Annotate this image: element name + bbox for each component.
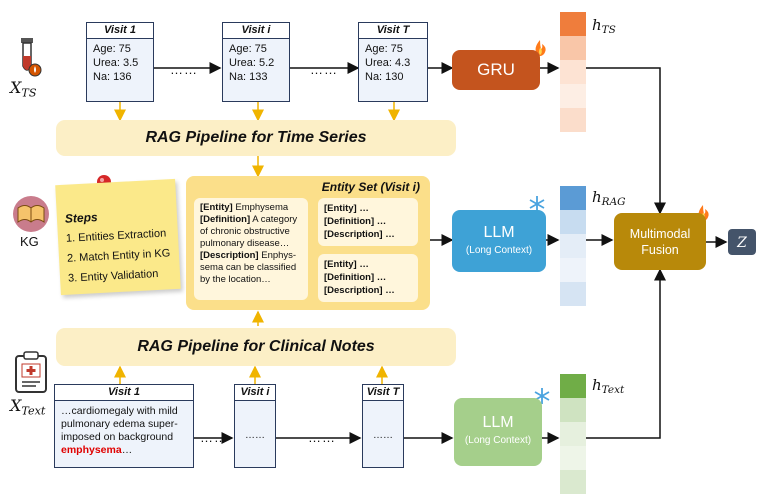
entity-set-title: Entity Set (Visit i) [321,180,420,194]
llm-label: LLM [483,224,515,241]
definition-key: [Definition] … [324,216,387,227]
definition-value: A category of chronic obstructive pulmon… [200,214,298,249]
ts-visit-card: Visit i Age: 75 Urea: 5.2 Na: 133 [222,22,290,102]
clipboard-icon [15,351,47,393]
visit-value: Urea: 3.5 [93,57,139,69]
steps-note: Steps 1. Entities Extraction 2. Match En… [55,178,181,296]
ts-visit-card: Visit 1 Age: 75 Urea: 3.5 Na: 136 [86,22,154,102]
visit-value: Age: 75 [229,43,267,55]
text-input-label: XText [10,396,46,418]
clinical-note-text: …… [373,430,393,441]
visit-title: Visit i [223,23,289,39]
visit-value: Urea: 4.3 [365,57,411,69]
ts-input-label: XTS [10,78,37,100]
entity-set-panel: Entity Set (Visit i) [Entity] Emphysema … [186,176,430,310]
highlight-term: emphysema [61,444,122,456]
visit-value: Age: 75 [365,43,403,55]
ellipsis: …… [200,430,228,445]
llm-sublabel: (Long Context) [464,435,532,446]
kg-label: KG [20,234,39,249]
entity-card: [Entity] … [Definition] … [Description] … [318,198,418,246]
text-visit-card: Visit 1 …cardiomegaly with mild pulmonar… [54,384,194,468]
ellipsis: …… [308,430,336,445]
description-value: Enphys-sema can be classified by the loc… [200,250,297,285]
text-visit-card: Visit T …… [362,384,404,468]
entity-key: [Entity] [200,202,233,213]
definition-key: [Definition] … [324,272,387,283]
llm-sublabel: (Long Context) [465,245,533,256]
ellipsis: …… [310,62,338,77]
ellipsis: …… [170,62,198,77]
gru-block: GRU [452,50,540,90]
visit-value: Na: 133 [229,71,268,83]
entity-value: Emphysema [232,202,289,213]
llm-kg-block: LLM (Long Context) [452,210,546,272]
output-z: Z [728,229,756,255]
h-ts-label: hTS [592,16,616,36]
h-text-label: hText [592,376,625,396]
description-key: [Description] … [324,285,395,296]
visit-title: Visit T [359,23,427,39]
test-tube-icon [21,38,42,77]
llm-text-block: LLM (Long Context) [454,398,542,466]
knowledge-graph-book-icon [13,196,49,232]
description-key: [Description] … [324,229,395,240]
clinical-note-text: …cardiomegaly with mild pulmonary edema … [61,405,178,443]
entity-card: [Entity] … [Definition] … [Description] … [318,254,418,302]
entity-key: [Entity] … [324,203,369,214]
visit-value: Na: 130 [365,71,404,83]
h-rag-embedding-bar [560,186,586,306]
visit-title: Visit i [235,385,275,401]
definition-key: [Definition] [200,214,251,225]
clinical-note-text: …… [245,430,265,441]
visit-title: Visit 1 [87,23,153,39]
ts-visit-card: Visit T Age: 75 Urea: 4.3 Na: 130 [358,22,428,102]
visit-value: Urea: 5.2 [229,57,275,69]
visit-title: Visit T [363,385,403,401]
description-key: [Description] [200,250,259,261]
visit-value: Age: 75 [93,43,131,55]
text-visit-card: Visit i …… [234,384,276,468]
h-text-embedding-bar [560,374,586,494]
snowflake-icon [529,196,545,212]
rag-pipeline-time-series: RAG Pipeline for Time Series [56,120,456,156]
clinical-note-tail: … [121,444,133,456]
h-ts-embedding-bar [560,12,586,132]
llm-label: LLM [482,414,514,431]
visit-title: Visit 1 [55,385,193,401]
h-rag-label: hRAG [592,188,626,208]
visit-value: Na: 136 [93,71,132,83]
multimodal-fusion-block: Multimodal Fusion [614,213,706,270]
rag-pipeline-clinical-notes: RAG Pipeline for Clinical Notes [56,328,456,366]
entity-card-main: [Entity] Emphysema [Definition] A catego… [194,198,308,300]
entity-key: [Entity] … [324,259,369,270]
